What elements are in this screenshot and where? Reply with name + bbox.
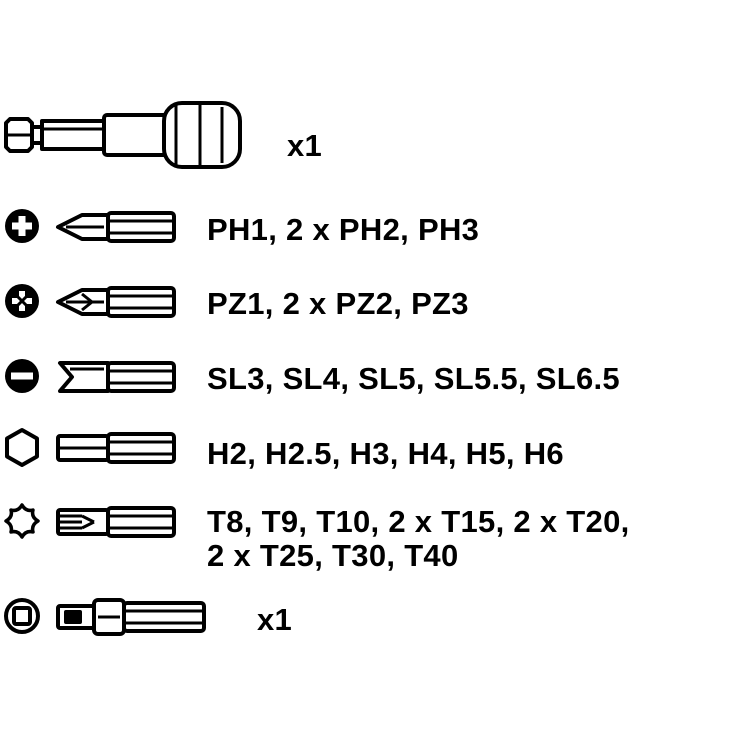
hex-icon	[5, 428, 39, 467]
pozidriv-sizes: PZ1, 2 x PZ2, PZ3	[207, 286, 469, 321]
square-drive-quantity: x1	[257, 602, 293, 637]
phillips-icon	[5, 209, 39, 243]
slotted-icon	[5, 359, 39, 393]
slotted-bit-icon	[58, 361, 176, 393]
pozidriv-bit-icon	[56, 286, 176, 318]
bit-holder-icon	[4, 101, 242, 169]
torx-icon	[4, 503, 40, 539]
bit-holder-quantity: x1	[287, 128, 323, 163]
torx-bit-icon	[56, 506, 176, 538]
hex-sizes: H2, H2.5, H3, H4, H5, H6	[207, 436, 564, 471]
torx-sizes-line2: 2 x T25, T30, T40	[207, 538, 459, 573]
pozidriv-icon	[5, 284, 39, 318]
torx-sizes-line1: T8, T9, T10, 2 x T15, 2 x T20,	[207, 504, 630, 539]
phillips-sizes: PH1, 2 x PH2, PH3	[207, 212, 480, 247]
square-drive-icon	[4, 598, 40, 634]
slotted-sizes: SL3, SL4, SL5, SL5.5, SL6.5	[207, 361, 620, 396]
square-drive-adapter-icon	[56, 598, 206, 636]
hex-bit-icon	[56, 432, 176, 464]
phillips-bit-icon	[56, 211, 176, 243]
